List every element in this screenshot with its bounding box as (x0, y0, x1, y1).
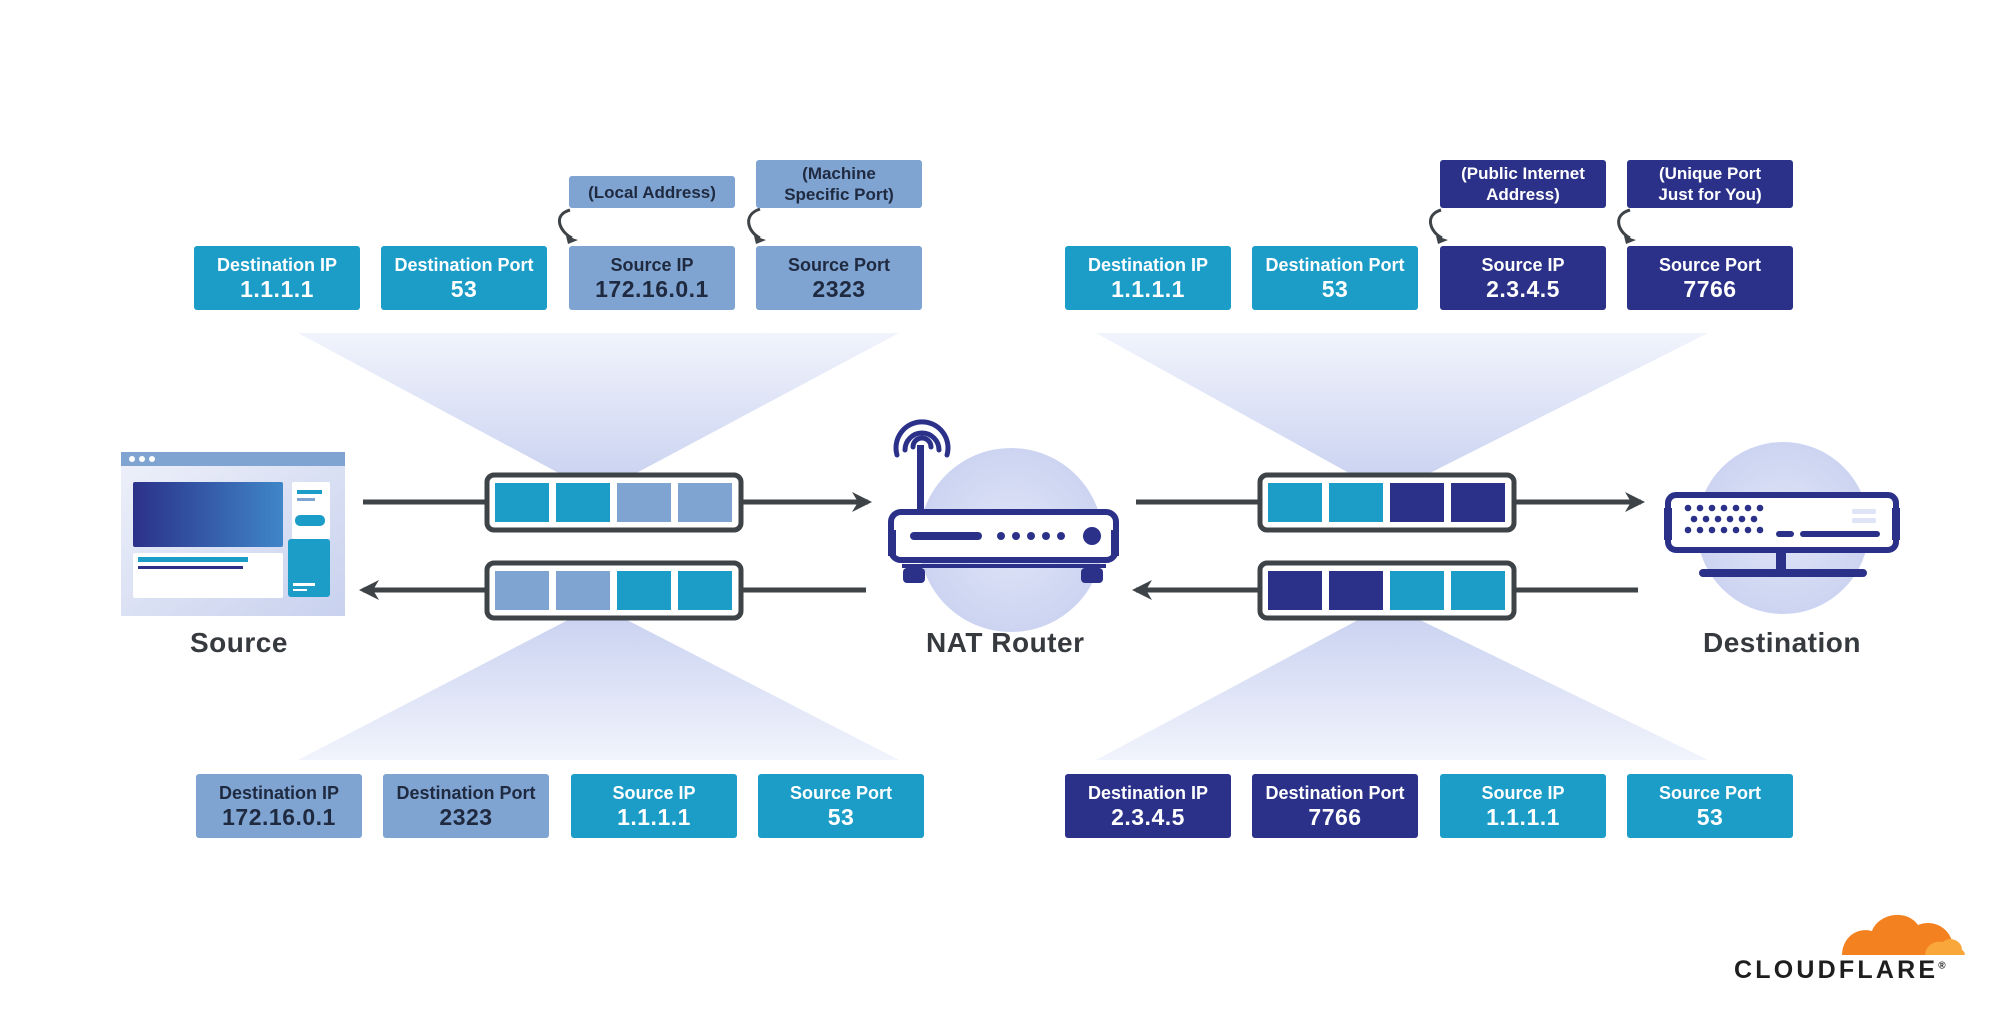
wifi-router-icon (888, 419, 1119, 632)
local-address-note: (Local Address) (569, 176, 735, 208)
right-response-source-ip: Source IP 1.1.1.1 (1440, 774, 1606, 838)
field-value: 2.3.4.5 (1486, 276, 1560, 302)
field-label: Source IP (1481, 255, 1565, 275)
left-request-source-ip: Source IP 172.16.0.1 (569, 246, 735, 310)
right-response-source-port: Source Port 53 (1627, 774, 1793, 838)
left-response-source-port: Source Port 53 (758, 774, 924, 838)
server-dot (1684, 526, 1692, 534)
packet-right-bottom (1257, 560, 1517, 621)
field-label: Source Port (1658, 783, 1762, 803)
server-dot (1732, 504, 1740, 512)
right-request-destination-ip: Destination IP 1.1.1.1 (1065, 246, 1231, 310)
source-label: Source (190, 627, 288, 658)
left-request-destination-port: Destination Port 53 (381, 246, 547, 310)
left-response-destination-ip: Destination IP 172.16.0.1 (196, 774, 362, 838)
field-label: Destination IP (1087, 783, 1208, 803)
field-value: 53 (450, 276, 478, 302)
field-value: 1.1.1.1 (617, 804, 691, 830)
server-dot (1744, 504, 1752, 512)
browser-window-icon (121, 452, 345, 616)
cone-right-bottom (1096, 620, 1708, 760)
registered-mark: ® (1938, 960, 1946, 972)
field-value: 172.16.0.1 (222, 804, 336, 830)
left-request-destination-ip: Destination IP 1.1.1.1 (194, 246, 360, 310)
packet-right-top (1257, 472, 1517, 533)
server-dot (1714, 515, 1722, 523)
field-value: 1.1.1.1 (240, 276, 314, 302)
server-dot (1708, 526, 1716, 534)
field-label: Source IP (610, 255, 694, 275)
left-response-source-ip: Source IP 1.1.1.1 (571, 774, 737, 838)
server-dot (1720, 504, 1728, 512)
right-request-source-port: Source Port 7766 (1627, 246, 1793, 310)
field-label: Destination Port (396, 783, 536, 803)
field-label: Source Port (1658, 255, 1762, 275)
field-label: Destination Port (1265, 783, 1405, 803)
field-value: 1.1.1.1 (1486, 804, 1560, 830)
destination-label: Destination (1703, 627, 1861, 658)
server-dot (1744, 526, 1752, 534)
field-label: Source Port (789, 783, 893, 803)
field-value: 7766 (1308, 804, 1362, 830)
server-dot (1726, 515, 1734, 523)
field-label: Destination IP (216, 255, 337, 275)
field-label: Source IP (1481, 783, 1565, 803)
server-dot (1696, 526, 1704, 534)
curved-arrowhead (566, 236, 578, 244)
curved-arrowhead (754, 236, 766, 244)
field-label: Destination Port (394, 255, 534, 275)
packet-left-bottom (484, 560, 744, 621)
field-value: 2323 (439, 804, 493, 830)
server-dot (1690, 515, 1698, 523)
logo-wordmark: CLOUDFLARE (1734, 956, 1939, 984)
server-dot (1708, 504, 1716, 512)
field-value: 1.1.1.1 (1111, 276, 1185, 302)
nat-router-label: NAT Router (926, 627, 1085, 658)
server-dot (1756, 504, 1764, 512)
server-dot (1732, 526, 1740, 534)
packet-left-top (484, 472, 744, 533)
field-label: Source IP (612, 783, 696, 803)
field-value: 172.16.0.1 (595, 276, 709, 302)
field-label: Destination IP (1087, 255, 1208, 275)
right-request-source-ip: Source IP 2.3.4.5 (1440, 246, 1606, 310)
field-value: 7766 (1683, 276, 1737, 302)
cloudflare-logo-text: CLOUDFLARE® (1734, 956, 1946, 985)
unique-port-note: (Unique Port Just for You) (1627, 160, 1793, 208)
server-dot (1738, 515, 1746, 523)
right-request-destination-port: Destination Port 53 (1252, 246, 1418, 310)
cone-left-top (298, 333, 899, 478)
server-dot (1684, 504, 1692, 512)
left-request-source-port: Source Port 2323 (756, 246, 922, 310)
field-label: Destination Port (1265, 255, 1405, 275)
server-dot (1750, 515, 1758, 523)
field-value: 53 (827, 804, 855, 830)
server-dot (1696, 504, 1704, 512)
curved-arrowhead (1624, 236, 1636, 244)
server-icon (1664, 442, 1900, 614)
field-value: 2.3.4.5 (1111, 804, 1185, 830)
server-dot (1702, 515, 1710, 523)
right-response-destination-port: Destination Port 7766 (1252, 774, 1418, 838)
field-value: 53 (1321, 276, 1349, 302)
server-dot (1720, 526, 1728, 534)
cone-right-top (1096, 333, 1708, 478)
curved-arrowhead (1436, 236, 1448, 244)
field-value: 53 (1696, 804, 1724, 830)
machine-port-note: (Machine Specific Port) (756, 160, 922, 208)
public-address-note: (Public Internet Address) (1440, 160, 1606, 208)
cone-left-bottom (298, 620, 899, 760)
server-dot (1756, 526, 1764, 534)
curved-arrow-icon (558, 207, 1631, 240)
left-response-destination-port: Destination Port 2323 (383, 774, 549, 838)
cloudflare-cloud-icon (1840, 914, 1968, 960)
right-response-destination-ip: Destination IP 2.3.4.5 (1065, 774, 1231, 838)
field-label: Destination IP (218, 783, 339, 803)
field-value: 2323 (812, 276, 866, 302)
field-label: Source Port (787, 255, 891, 275)
